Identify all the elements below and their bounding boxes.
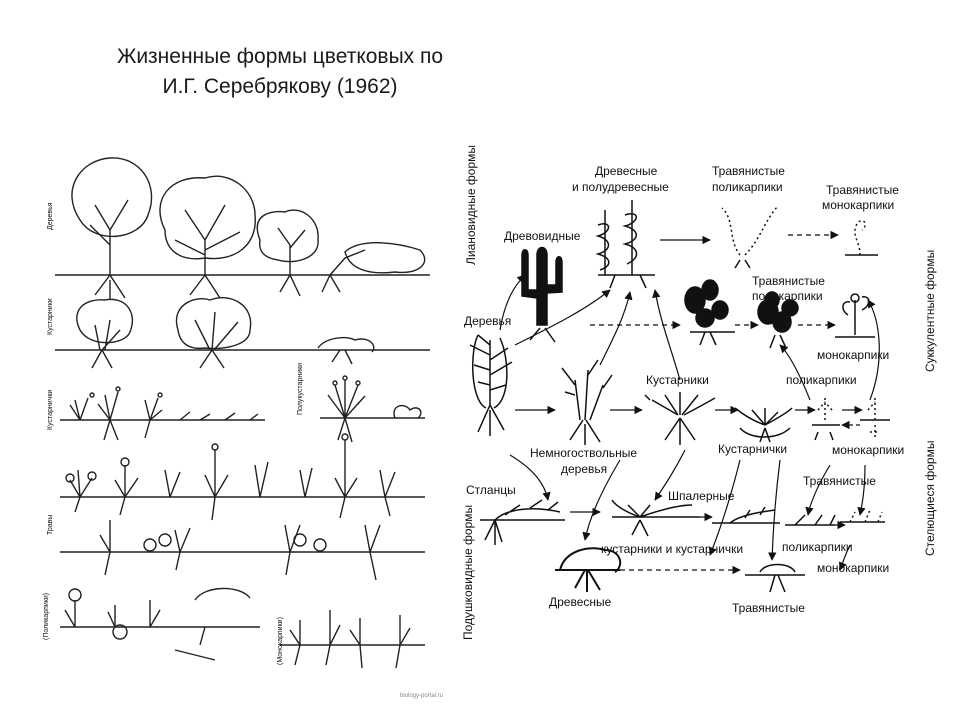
arrow-dwarf-to-cushion: [710, 460, 740, 555]
tree-drawing-2: [160, 176, 255, 298]
semi-shrub-drawings: [328, 376, 421, 442]
label-woody-cushion: Древесные: [549, 595, 612, 609]
row-label-shrubs: Кустарники: [47, 298, 54, 335]
label-multistem-1: Немногоствольные: [530, 446, 637, 460]
herb-cushion-drawing: [745, 565, 805, 593]
herb-liana-mono-drawing: [845, 221, 878, 255]
side-label-succulent: Суккулентные формы: [923, 250, 937, 372]
label-herb-mono-liana-2: монокарпики: [822, 198, 894, 212]
credit-text: biology-portal.ru: [400, 693, 443, 699]
row-label-semi-shrubs: Полукустарники: [297, 363, 304, 415]
arrow-multistem-to-woody-liana: [600, 292, 630, 365]
creeping-herb-drawings: [785, 510, 885, 525]
shrub-drawing-3: [318, 338, 374, 364]
right-panel: Лиановидные формы Суккулентные формы Под…: [461, 145, 937, 640]
label-trees: Деревья: [464, 314, 511, 328]
label-woody-liana-2: и полудревесные: [572, 180, 669, 194]
label-monocarpics-mid: монокарпики: [832, 443, 904, 457]
row-label-dwarf-shrubs: Кустарнички: [47, 390, 54, 430]
plant-drawings: [470, 200, 890, 592]
succulent-poly-drawing-2: [758, 292, 798, 348]
shrub-drawing-2: [176, 298, 250, 368]
label-herb-mono-liana-1: Травянистые: [826, 183, 899, 197]
tree-like-drawing: [522, 248, 562, 343]
tree-drawing-3: [257, 210, 318, 296]
label-herb-poly-liana-1: Травянистые: [712, 164, 785, 178]
arrow-shrub-to-woody-liana: [655, 290, 680, 380]
arrow-herb-to-creeping-mono: [860, 465, 865, 515]
espalier-drawing: [612, 500, 780, 536]
label-elfin: Стланцы: [466, 483, 516, 497]
elfin-drawing: [480, 500, 565, 545]
left-panel: Деревья Кустарники Кустарнички Полукуста…: [43, 158, 430, 668]
shrub-drawing: [645, 392, 715, 445]
herb-liana-poly-drawing: [722, 206, 778, 268]
label-herb-poly-liana-2: поликарпики: [712, 180, 783, 194]
label-dwarf-shrubs: Кустарнички: [718, 442, 787, 456]
row-label-monocarpics: (Монокарпики): [277, 617, 284, 665]
woody-liana-drawing: [598, 200, 655, 288]
tree-drawing: [470, 335, 512, 436]
row-label-polycarpics: (Поликарпики): [43, 593, 50, 640]
label-polycarpics-mid: поликарпики: [786, 373, 857, 387]
arrow-tree-to-woody-liana: [515, 290, 610, 345]
shrub-drawing-1: [77, 299, 133, 368]
label-mono-creep: монокарпики: [817, 561, 889, 575]
dwarf-shrub-drawings: [70, 387, 258, 440]
label-shrubs: Кустарники: [646, 373, 709, 387]
label-poly-creep: поликарпики: [782, 540, 853, 554]
label-herb-poly-succ-1: Травянистые: [752, 274, 825, 288]
arrow-herb-to-creeping: [808, 465, 830, 515]
row-label-trees: Деревья: [47, 202, 54, 230]
tree-drawing-4: [322, 243, 425, 292]
side-label-creeping: Стелющиеся формы: [923, 441, 937, 556]
label-multistem-2: деревья: [561, 462, 607, 476]
multistem-tree-drawing: [562, 360, 612, 445]
label-shrubs-dwarf: кустарники и кустарнички: [601, 542, 743, 556]
tree-drawing-1: [72, 158, 152, 300]
label-espalier: Шпалерные: [668, 489, 735, 503]
label-woody-liana-1: Древесные: [595, 164, 658, 178]
herb-lower-drawings: [65, 588, 410, 668]
herb-drawings: [66, 434, 395, 580]
side-label-cushion: Подушковидные формы: [461, 505, 475, 640]
side-label-liana: Лиановидные формы: [464, 145, 478, 265]
row-label-herbs: Травы: [47, 515, 54, 535]
succulent-poly-drawing-1: [685, 280, 735, 345]
dwarf-shrub-drawing: [735, 408, 792, 442]
label-tree-like: Древовидные: [504, 229, 581, 243]
herb-mid-drawings: [812, 398, 890, 440]
succulent-mono-drawing: [835, 294, 875, 337]
label-herb-cushion: Травянистые: [732, 601, 805, 615]
